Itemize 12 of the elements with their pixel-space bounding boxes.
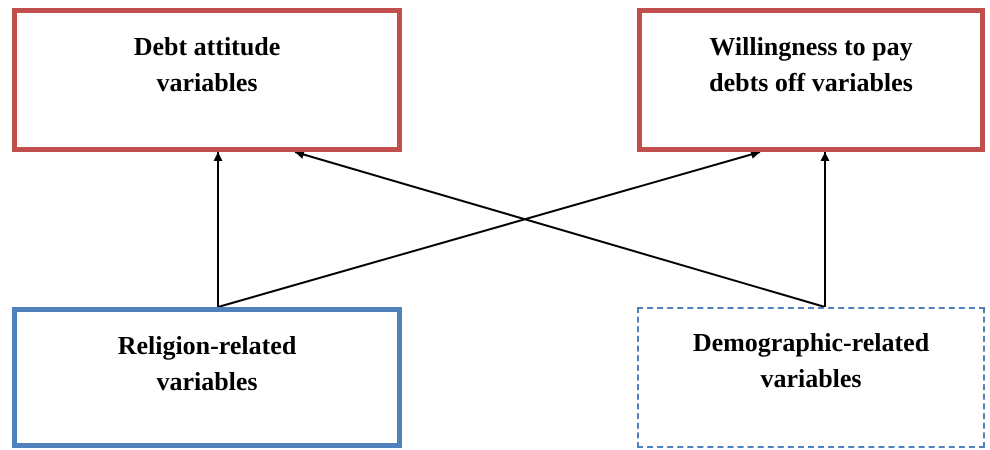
arrow <box>218 150 760 308</box>
arrow <box>820 152 830 307</box>
arrow <box>214 152 222 307</box>
variable-box <box>12 8 402 152</box>
box-label: Religion-related variables <box>116 330 298 398</box>
arrow <box>294 150 826 308</box>
box-label: Debt attitude variables <box>132 31 282 99</box>
box-label: Demographic-related variables <box>692 327 930 395</box>
box-label: Willingness to pay debts off variables <box>708 31 914 99</box>
variable-box <box>12 307 402 448</box>
variable-box <box>637 307 985 448</box>
variable-box <box>637 8 985 152</box>
